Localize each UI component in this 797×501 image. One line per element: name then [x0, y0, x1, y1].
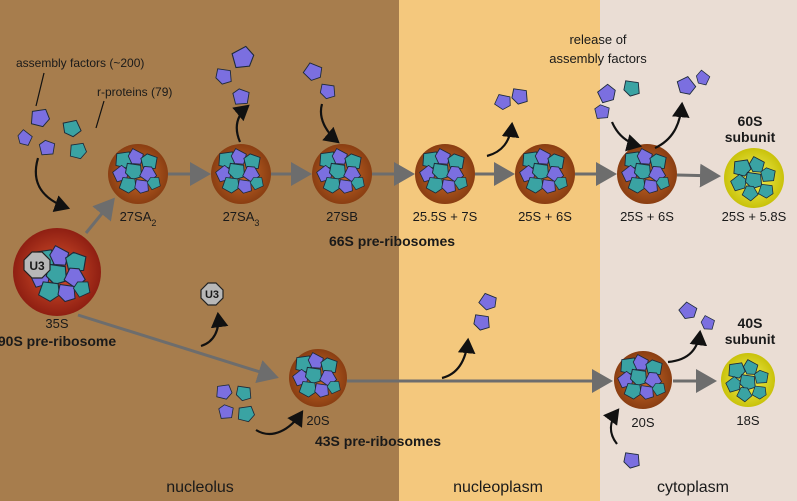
legend-pointer-af: [35, 72, 45, 107]
particle-20s-nucleolus: [289, 349, 347, 407]
step-label-27sa3: 27SA3: [223, 209, 260, 228]
arrow-into-90s: [34, 157, 71, 212]
particle-90s-title: 90S pre-ribosome: [0, 333, 116, 349]
subunit-40s-label: 18S: [736, 413, 759, 428]
legend-r-proteins: r-proteins (79): [97, 85, 172, 99]
arrow-into-27sb: [319, 103, 340, 144]
arrow-90s-to-20s: [77, 313, 279, 384]
step-label-27sb: 27SB: [326, 209, 358, 224]
arrow-release-25-5s: [486, 121, 520, 158]
arrow-into-20s: [255, 410, 304, 436]
step-label-27sa2: 27SA2: [120, 209, 157, 228]
arrow-release-27sa3: [232, 104, 250, 143]
legend-assembly-factors: assembly factors (~200): [16, 56, 144, 70]
particle-90s: [13, 228, 101, 316]
particle-25-5s-7s: [415, 144, 475, 204]
subunit-40s: [721, 353, 775, 407]
arrow-60s-step-6: [676, 163, 721, 188]
nucleoplasm-region: [399, 0, 600, 501]
arrow-release-cytoplasm: [654, 101, 690, 149]
arrow-into-25s-6s: [610, 121, 643, 152]
particle-20s-cytoplasm: [614, 351, 672, 409]
u3-marker-label: U3: [29, 259, 45, 273]
region-label-nucleolus: nucleolus: [166, 479, 234, 496]
particle-90s-label: 35S: [45, 316, 68, 331]
u3-marker: U3: [23, 251, 51, 279]
subunit-60s-title-1: 60S: [738, 113, 763, 129]
release-text-2: assembly factors: [549, 51, 647, 66]
group-title-43s: 43S pre-ribosomes: [315, 433, 441, 449]
legend-pointer-rp: [95, 100, 105, 129]
group-title-66s: 66S pre-ribosomes: [329, 233, 455, 249]
released-u3: U3: [200, 282, 224, 306]
particle-25s-6s-nucleoplasm: [515, 144, 575, 204]
arrow-release-40s: [667, 329, 708, 364]
region-label-cytoplasm: cytoplasm: [657, 479, 729, 496]
step-label-20s-a: 20S: [306, 413, 329, 428]
subunit-60s: [724, 148, 784, 208]
particle-27sa3: [211, 144, 271, 204]
released-u3-label: U3: [205, 289, 219, 301]
arrow-release-nucleoplasm: [441, 337, 476, 380]
arrow-into-20s-cytoplasm: [603, 408, 620, 445]
step-label-25-5s-7s: 25.5S + 7S: [413, 209, 478, 224]
subunit-40s-title-1: 40S: [738, 315, 763, 331]
particle-27sb: [312, 144, 372, 204]
region-label-nucleoplasm: nucleoplasm: [453, 479, 543, 496]
release-text-1: release of: [569, 32, 626, 47]
particle-25s-6s-cytoplasm: [617, 144, 677, 204]
step-label-25s-6s-a: 25S + 6S: [518, 209, 572, 224]
arrow-90s-to-27sa2: [84, 197, 115, 234]
particle-27sa2: [108, 144, 168, 204]
step-label-20s-b: 20S: [631, 415, 654, 430]
step-label-25s-6s-b: 25S + 6S: [620, 209, 674, 224]
subunit-40s-title-2: subunit: [725, 331, 776, 347]
subunit-60s-label: 25S + 5.8S: [722, 209, 787, 224]
subunit-60s-title-2: subunit: [725, 129, 776, 145]
arrow-release-u3: [200, 311, 229, 348]
